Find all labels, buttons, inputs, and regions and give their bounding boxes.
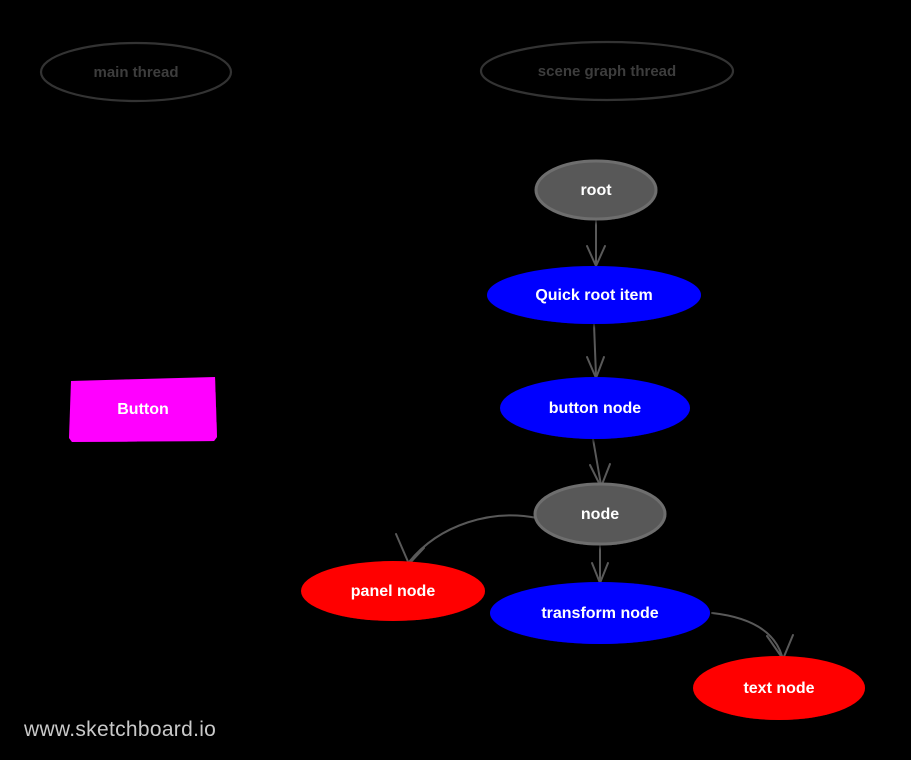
node-panel-node[interactable]: panel node	[301, 561, 485, 621]
root-ellipse[interactable]	[534, 159, 658, 221]
node-layer: root Quick root item button node node pa…	[69, 159, 865, 720]
edge-quick-root-item-to-button-node[interactable]	[586, 323, 605, 379]
panel-node-label: panel node	[351, 583, 436, 600]
panel-node-ellipse[interactable]	[301, 561, 485, 621]
root-label: root	[580, 182, 612, 199]
node-label-text: node	[581, 506, 619, 523]
node-button[interactable]: Button	[69, 377, 217, 442]
edge-root-to-quick-root-item[interactable]	[586, 218, 606, 267]
text-node-ellipse[interactable]	[693, 656, 865, 720]
scene-graph-thread-ellipse[interactable]	[479, 40, 735, 102]
edge-button-node-to-node[interactable]	[589, 438, 611, 488]
node-text-node[interactable]: text node	[693, 656, 865, 720]
transform-node-ellipse[interactable]	[490, 582, 710, 644]
main-thread-label: main thread	[93, 64, 178, 81]
button-rect[interactable]	[69, 377, 217, 442]
thread-group-main[interactable]: main thread	[39, 41, 233, 103]
quick-root-item-ellipse[interactable]	[487, 266, 701, 324]
node-node[interactable]: node	[533, 482, 667, 546]
watermark-label: www.sketchboard.io	[23, 718, 216, 741]
edge-transform-node-to-text-node[interactable]	[711, 612, 794, 660]
button-node-label: button node	[549, 400, 642, 417]
button-node-ellipse[interactable]	[500, 377, 690, 439]
edge-node-to-panel-node[interactable]	[395, 514, 538, 565]
node-ellipse[interactable]	[533, 482, 667, 546]
edge-node-to-transform-node[interactable]	[591, 543, 609, 584]
scene-graph-thread-label: scene graph thread	[538, 63, 676, 80]
node-button-node[interactable]: button node	[500, 377, 690, 439]
thread-group-scene-graph[interactable]: scene graph thread	[479, 40, 735, 102]
node-root[interactable]: root	[534, 159, 658, 221]
button-rect-label: Button	[117, 401, 169, 418]
node-quick-root-item[interactable]: Quick root item	[487, 266, 701, 324]
transform-node-label: transform node	[541, 605, 658, 622]
node-transform-node[interactable]: transform node	[490, 582, 710, 644]
quick-root-item-label: Quick root item	[535, 287, 652, 304]
main-thread-ellipse[interactable]	[39, 41, 233, 103]
text-node-label: text node	[743, 680, 814, 697]
